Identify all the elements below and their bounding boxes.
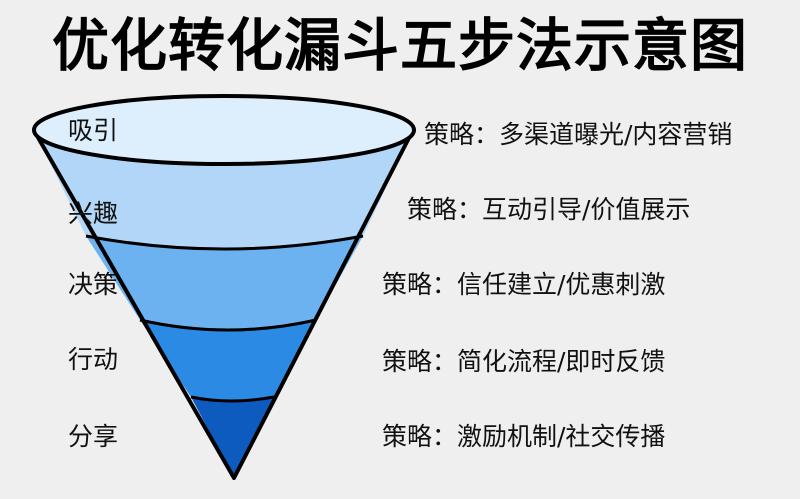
funnel-band-share bbox=[191, 397, 274, 478]
strategy-text-decision: 策略：信任建立/优惠刺激 bbox=[382, 270, 666, 299]
strategy-text-share: 策略：激励机制/社交传播 bbox=[382, 422, 666, 451]
funnel-band-decision bbox=[86, 236, 363, 330]
stage-label-action: 行动 bbox=[68, 345, 119, 374]
stage-label-decision: 决策 bbox=[68, 270, 119, 299]
strategy-text-attract: 策略：多渠道曝光/内容营销 bbox=[424, 120, 733, 149]
strategy-text-action: 策略：简化流程/即时反馈 bbox=[382, 347, 666, 376]
diagram-title: 优化转化漏斗五步法示意图 bbox=[52, 13, 748, 79]
stage-label-share: 分享 bbox=[68, 422, 119, 451]
funnel-band-action bbox=[140, 320, 316, 401]
stage-label-attract: 吸引 bbox=[68, 116, 119, 145]
strategy-text-interest: 策略：互动引导/价值展示 bbox=[407, 195, 691, 224]
funnel-band-attract bbox=[32, 94, 416, 166]
stage-label-interest: 兴趣 bbox=[68, 199, 119, 228]
